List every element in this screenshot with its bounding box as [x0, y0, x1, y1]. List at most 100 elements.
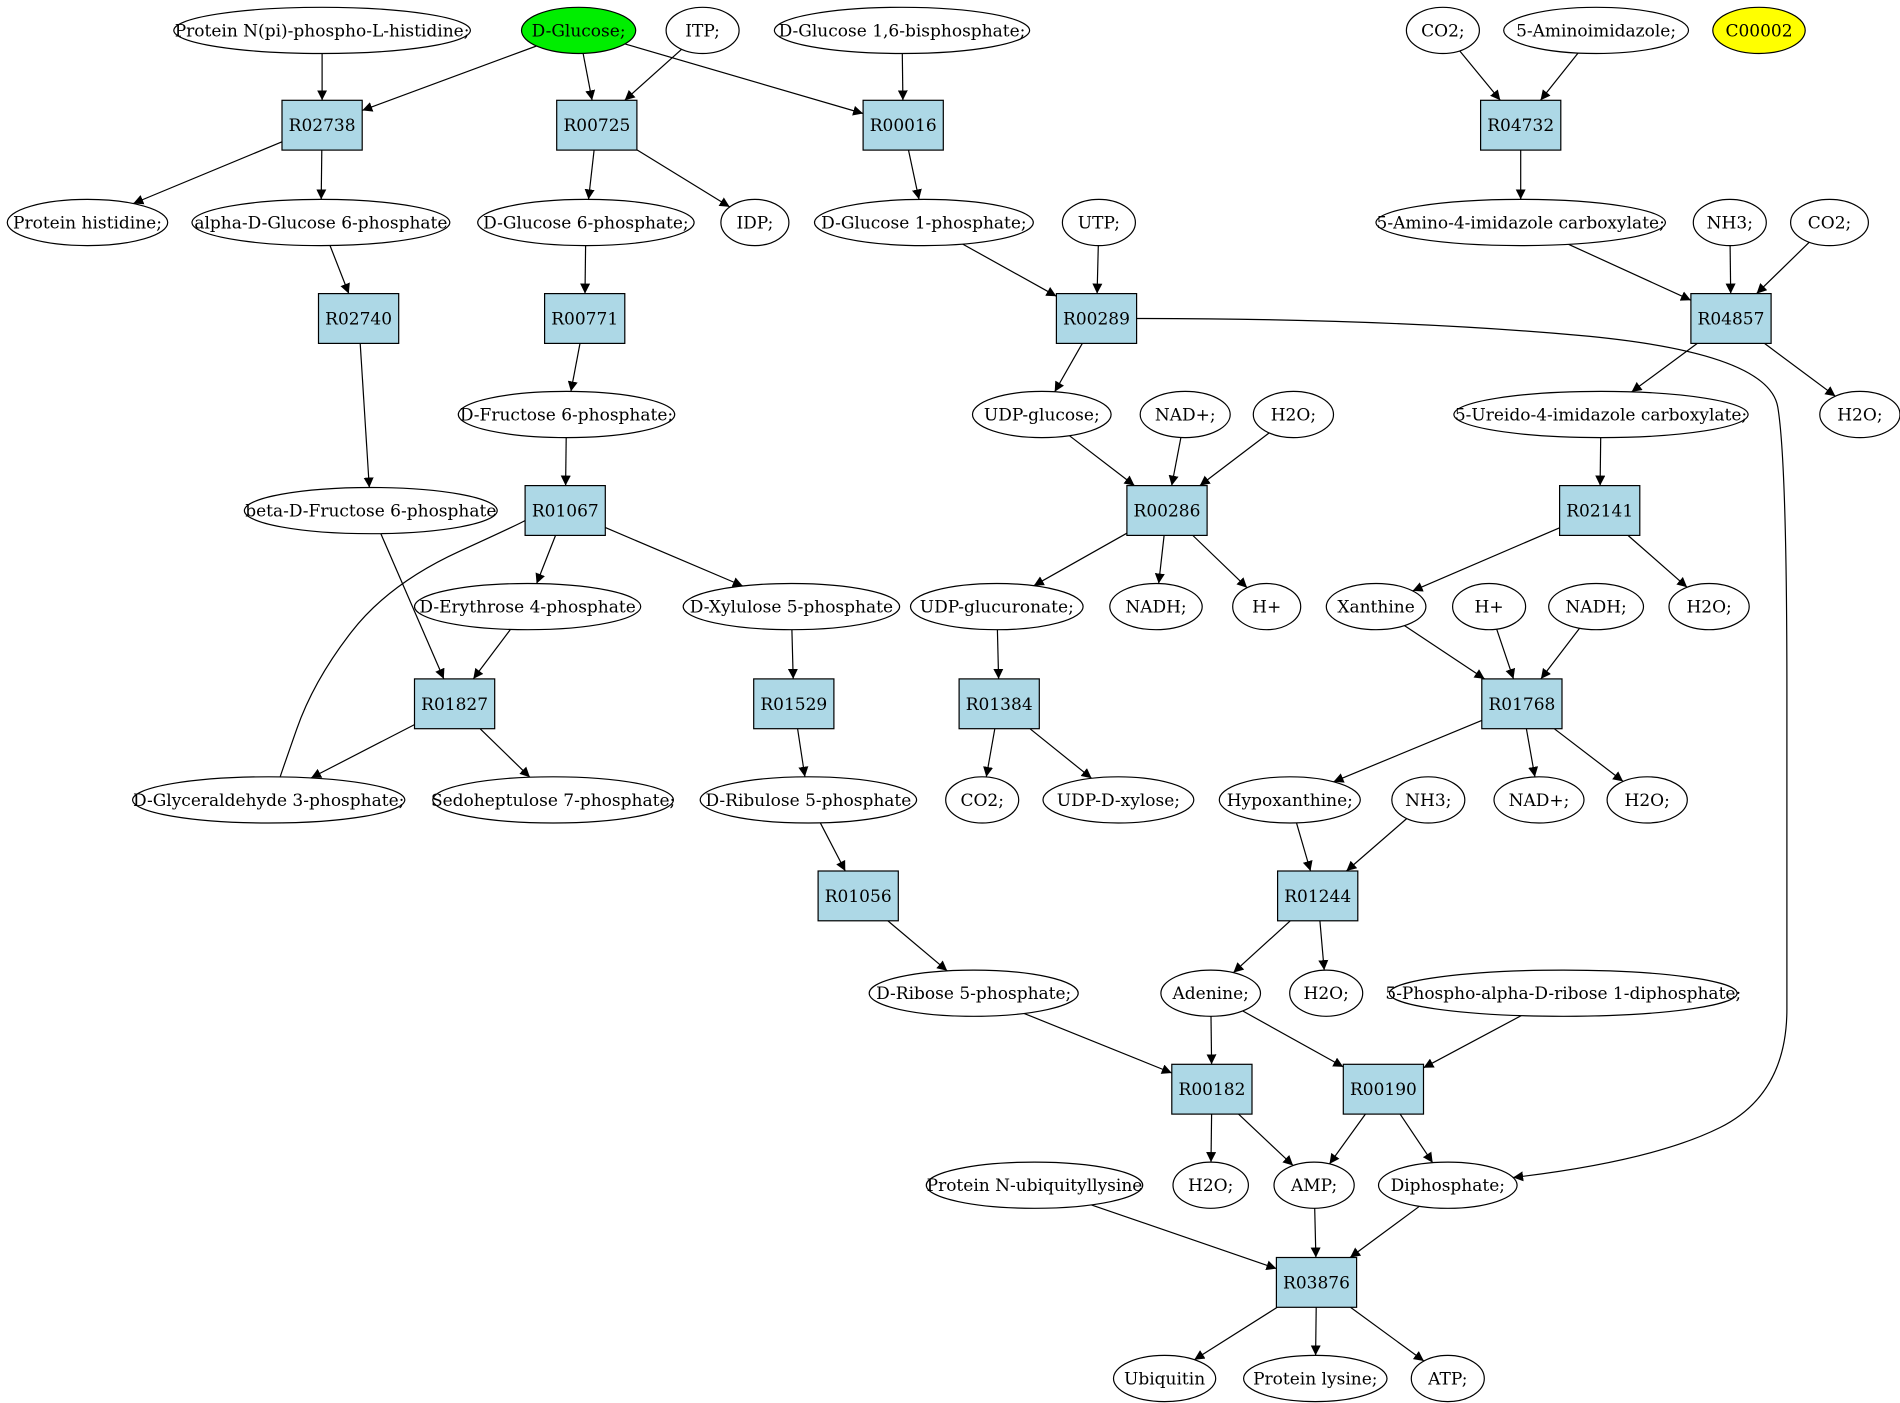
- node-label: UDP-glucuronate;: [920, 598, 1074, 618]
- compound-ellipse: [1243, 1354, 1388, 1403]
- compound-node-n_itp[interactable]: ITP;: [665, 6, 740, 55]
- reaction-node-r_R03876[interactable]: R03876: [1275, 1256, 1358, 1308]
- node-label: D-Glucose;: [532, 21, 626, 41]
- compound-node-n_amp[interactable]: AMP;: [1273, 1161, 1355, 1209]
- compound-node-n_nh3_a[interactable]: NH3;: [1692, 198, 1767, 247]
- compound-node-n_h2o_b[interactable]: H2O;: [1819, 390, 1900, 439]
- compound-node-n_utp[interactable]: UTP;: [1061, 198, 1137, 247]
- compound-ellipse: [813, 198, 1034, 247]
- compound-node-n_dg1p[interactable]: D-Glucose 1-phosphate;: [813, 198, 1034, 247]
- compound-node-n_prot_his[interactable]: Protein histidine;: [6, 198, 169, 247]
- compound-node-n_h2o_f[interactable]: H2O;: [1172, 1161, 1250, 1209]
- compound-node-n_adg6p[interactable]: alpha-D-Glucose 6-phosphate: [191, 198, 451, 247]
- compound-node-n_nad_a[interactable]: NAD+;: [1139, 390, 1231, 439]
- reaction-node-r_R02141[interactable]: R02141: [1558, 485, 1641, 537]
- compound-node-n_dr5p[interactable]: D-Ribose 5-phosphate;: [868, 969, 1079, 1017]
- compound-ellipse: [1668, 582, 1750, 631]
- reaction-node-r_R00289[interactable]: R00289: [1055, 293, 1138, 345]
- compound-node-n_prot_ubq[interactable]: Protein N-ubiquityllysine: [925, 1161, 1144, 1209]
- reaction-node-r_R00286[interactable]: R00286: [1126, 485, 1208, 537]
- reaction-node-r_R02740[interactable]: R02740: [317, 293, 400, 345]
- reaction-box: [1479, 99, 1562, 151]
- edge-n_nad_a-to-r_R00286: [1168, 437, 1182, 486]
- reaction-node-r_R01768[interactable]: R01768: [1481, 678, 1563, 730]
- reaction-node-r_R00016[interactable]: R00016: [862, 99, 944, 151]
- reaction-node-r_R01056[interactable]: R01056: [817, 870, 899, 922]
- node-label: R01056: [825, 887, 892, 907]
- compound-node-n_s7p[interactable]: Sedoheptulose 7-phosphate;: [431, 776, 675, 824]
- compound-node-n_dx5p[interactable]: D-Xylulose 5-phosphate: [682, 582, 901, 631]
- reaction-node-r_R00182[interactable]: R00182: [1171, 1063, 1253, 1115]
- compound-ellipse: [1139, 390, 1231, 439]
- compound-node-n_nh3_b[interactable]: NH3;: [1391, 776, 1466, 824]
- compound-node-n_hplus_a[interactable]: H+: [1232, 582, 1302, 631]
- reaction-node-r_R01384[interactable]: R01384: [958, 678, 1040, 730]
- edge-r_R01768-to-n_h2o_d: [1554, 728, 1624, 782]
- node-label: 5-Ureido-4-imidazole carboxylate;: [1455, 406, 1747, 426]
- compound-node-n_dglucose[interactable]: D-Glucose;: [520, 6, 637, 55]
- compound-node-n_udpglc[interactable]: UDP-glucose;: [971, 390, 1112, 439]
- compound-node-n_5aminoimid[interactable]: 5-Aminoimidazole;: [1503, 6, 1690, 55]
- compound-ellipse: [1388, 969, 1738, 1017]
- compound-node-n_c00002[interactable]: C00002: [1712, 6, 1806, 55]
- compound-node-n_ppi[interactable]: Diphosphate;: [1377, 1161, 1518, 1209]
- edges-layer: [133, 43, 1836, 1362]
- reaction-node-r_R01529[interactable]: R01529: [753, 678, 835, 730]
- compound-node-n_hplus_b[interactable]: H+: [1451, 582, 1527, 631]
- node-label: AMP;: [1290, 1176, 1337, 1196]
- reaction-node-r_R02738[interactable]: R02738: [281, 99, 363, 151]
- compound-node-n_h2o_e[interactable]: H2O;: [1289, 969, 1364, 1017]
- compound-node-n_5a4ic[interactable]: 5-Amino-4-imidazole carboxylate;: [1375, 198, 1666, 247]
- compound-node-n_prpp[interactable]: 5-Phospho-alpha-D-ribose 1-diphosphate;: [1385, 969, 1741, 1017]
- compound-node-n_xanthine[interactable]: Xanthine: [1325, 582, 1427, 631]
- node-label: R00016: [870, 116, 937, 136]
- compound-node-n_adenine[interactable]: Adenine;: [1160, 969, 1262, 1017]
- edge-n_xanthine-to-r_R01768: [1404, 625, 1485, 680]
- compound-node-n_ubiquitin[interactable]: Ubiquitin: [1112, 1354, 1217, 1403]
- edge-n_prot_ubq-to-r_R03876: [1091, 1204, 1277, 1271]
- compound-node-n_h2o_a[interactable]: H2O;: [1252, 390, 1335, 439]
- compound-node-n_co2_b[interactable]: CO2;: [1789, 198, 1869, 247]
- compound-node-n_nadh_a[interactable]: NADH;: [1109, 582, 1203, 631]
- reaction-node-r_R04732[interactable]: R04732: [1479, 99, 1562, 151]
- compound-node-n_udpxyl[interactable]: UDP-D-xylose;: [1042, 776, 1195, 824]
- reaction-node-r_R01827[interactable]: R01827: [413, 678, 496, 730]
- compound-node-n_udpglcu[interactable]: UDP-glucuronate;: [909, 582, 1084, 631]
- compound-node-n_prot_nphos_his[interactable]: Protein N(pi)-phospho-L-histidine;: [173, 6, 472, 55]
- compound-node-n_dg6p[interactable]: D-Glucose 6-phosphate;: [477, 198, 695, 247]
- compound-node-n_bdf6p[interactable]: beta-D-Fructose 6-phosphate: [243, 486, 498, 535]
- reaction-node-r_R00725[interactable]: R00725: [556, 99, 638, 151]
- node-label: H+: [1475, 598, 1504, 618]
- reaction-box: [543, 293, 626, 345]
- node-label: D-Ribulose 5-phosphate: [705, 791, 911, 811]
- compound-node-n_co2_a[interactable]: CO2;: [1405, 6, 1481, 55]
- compound-ellipse: [1273, 1161, 1355, 1209]
- edge-r_R00771-to-n_df6p: [567, 343, 581, 392]
- compound-ellipse: [1405, 6, 1481, 55]
- compound-node-n_dg16bp[interactable]: D-Glucose 1,6-bisphosphate;: [773, 6, 1031, 55]
- compound-node-n_nadh_b[interactable]: NADH;: [1548, 582, 1645, 631]
- reaction-box: [1171, 1063, 1253, 1115]
- compound-node-n_h2o_c[interactable]: H2O;: [1668, 582, 1750, 631]
- compound-node-n_df6p[interactable]: D-Fructose 6-phosphate;: [457, 390, 676, 439]
- compound-node-n_5u4ic[interactable]: 5-Ureido-4-imidazole carboxylate;: [1453, 390, 1749, 439]
- edge-n_h2o_a-to-r_R00286: [1199, 432, 1270, 487]
- compound-node-n_nad_b[interactable]: NAD+;: [1493, 776, 1585, 824]
- compound-node-n_dga3p[interactable]: D-Glyceraldehyde 3-phosphate;: [132, 776, 406, 824]
- edge-n_dg1p-to-r_R00289: [962, 243, 1057, 297]
- edge-r_R00286-to-n_udpglcu: [1033, 532, 1128, 587]
- compound-node-n_atp[interactable]: ATP;: [1410, 1354, 1485, 1403]
- compound-node-n_h2o_d[interactable]: H2O;: [1606, 776, 1688, 824]
- reaction-node-r_R00771[interactable]: R00771: [543, 293, 626, 345]
- reaction-node-r_R01244[interactable]: R01244: [1276, 870, 1359, 922]
- compound-node-n_dr5p_u[interactable]: D-Ribulose 5-phosphate: [699, 776, 918, 824]
- compound-node-n_de4p[interactable]: D-Erythrose 4-phosphate: [413, 582, 642, 631]
- reaction-node-r_R00190[interactable]: R00190: [1342, 1063, 1425, 1115]
- node-label: 5-Amino-4-imidazole carboxylate;: [1377, 214, 1665, 234]
- compound-node-n_co2_c[interactable]: CO2;: [945, 776, 1020, 824]
- reaction-node-r_R04857[interactable]: R04857: [1690, 293, 1772, 345]
- compound-node-n_prot_lys[interactable]: Protein lysine;: [1243, 1354, 1388, 1403]
- compound-node-n_idp[interactable]: IDP;: [720, 198, 790, 247]
- reaction-node-r_R01067[interactable]: R01067: [524, 485, 606, 537]
- compound-node-n_hypox[interactable]: Hypoxanthine;: [1218, 776, 1361, 824]
